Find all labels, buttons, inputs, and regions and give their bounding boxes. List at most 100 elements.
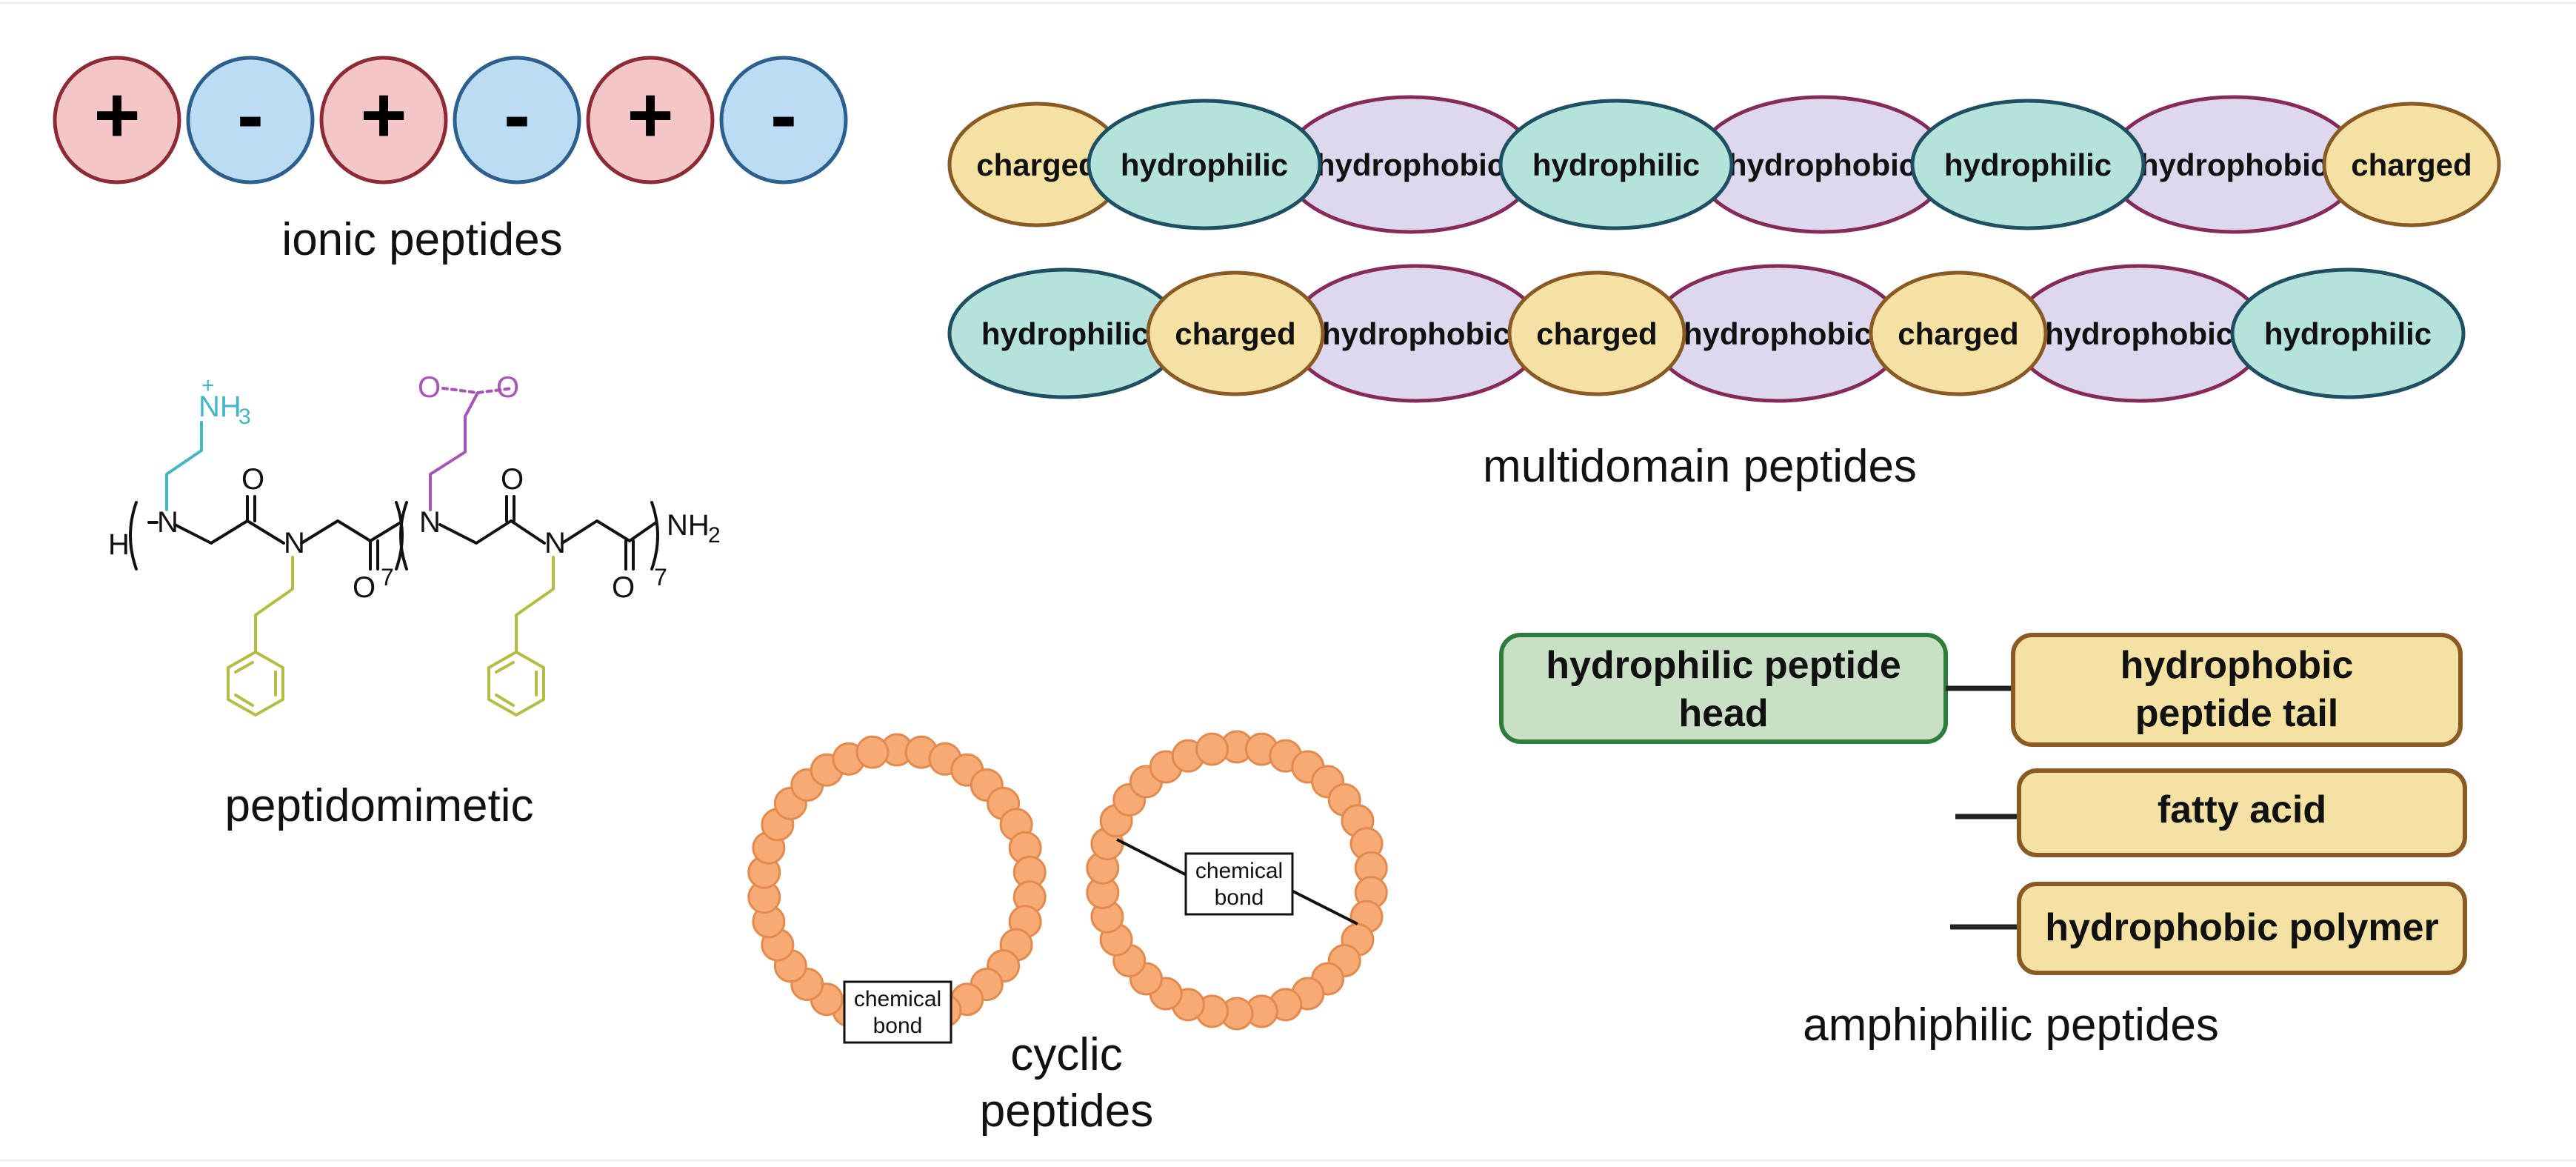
plus-sign: + [360, 70, 407, 159]
bond-box-1-line2: bond [873, 1014, 923, 1038]
fatty-acid-label: fatty acid [2158, 788, 2326, 831]
atom-o-3: O [501, 463, 524, 496]
atom-n-1: N [157, 506, 178, 539]
minus-sign: - [770, 70, 797, 159]
domain-hydrophobic: hydrophobic [1694, 95, 1950, 234]
carboxylate-side-chain [429, 387, 514, 511]
domain-hydrophilic: hydrophilic [1498, 99, 1734, 230]
peptidomimetic-atoms: H N N N N O O O O O O NH 3 + NH 2 7 7 [108, 371, 721, 604]
bond-box-1-line1: chemical [854, 987, 941, 1011]
cyclic-peptide-ring-2 [1086, 730, 1388, 1031]
atom-nh3-charge: + [201, 373, 215, 398]
atom-o-1: O [241, 463, 264, 496]
amino-acid-bead [855, 735, 890, 769]
domain-hydrophobic: hydrophobic [1282, 95, 1538, 234]
atom-o-2: O [353, 571, 376, 604]
domain-label: hydrophobic [1728, 147, 1916, 182]
domain-label: hydrophobic [1316, 147, 1504, 182]
ionic-peptides-label: ionic peptides [281, 214, 562, 265]
domain-label: hydrophilic [2264, 316, 2432, 351]
repeat-count-1: 7 [381, 564, 394, 591]
minus-sign: - [237, 70, 264, 159]
backbone-unit-1 [129, 495, 408, 571]
positive-charge-bead: + [319, 56, 448, 184]
amphiphilic-peptides-label: amphiphilic peptides [1803, 1000, 2219, 1051]
multidomain-row-1: hydrophobic hydrophobic hydrophobic charged… [947, 95, 2501, 234]
domain-label: charged [1175, 316, 1295, 351]
domain-hydrophilic: hydrophilic [2230, 267, 2466, 399]
domain-label: hydrophobic [1684, 316, 1872, 351]
backbone-unit-2 [438, 495, 659, 571]
domain-hydrophobic: hydrophobic [2011, 264, 2267, 403]
domain-label: hydrophobic [2045, 316, 2233, 351]
domain-hydrophobic: hydrophobic [2106, 95, 2362, 234]
amphiphilic-peptide-tail: hydrophobic peptide tail [2011, 633, 2463, 747]
atom-n-2: N [284, 527, 305, 559]
hydrophobic-polymer-label: hydrophobic polymer [2045, 906, 2439, 949]
domain-hydrophobic: hydrophobic [1288, 264, 1544, 403]
domain-label: hydrophilic [1121, 147, 1288, 182]
cyclic-label-line2: peptides [980, 1085, 1153, 1137]
amphiphilic-hydrophobic-polymer: hydrophobic polymer [2017, 882, 2467, 975]
negative-charge-bead: - [186, 56, 315, 184]
phenyl-side-chain-2 [487, 556, 555, 717]
domain-charged: charged [1869, 270, 2048, 396]
bond-box-2-line1: chemical [1195, 859, 1283, 883]
atom-nh2: NH [667, 509, 710, 542]
chemical-bond-box-1: chemical bond [843, 980, 952, 1044]
atom-o-4: O [612, 571, 635, 604]
ring-2-bond-line-right [1288, 888, 1358, 925]
positive-charge-bead: + [53, 56, 181, 184]
domain-label: hydrophilic [1944, 147, 2112, 182]
domain-charged: charged [1146, 270, 1325, 396]
peptidomimetic-structure [129, 387, 659, 717]
domain-label: charged [1898, 316, 2018, 351]
multidomain-row-2: hydrophobic hydrophobic hydrophobic hydroph… [947, 264, 2466, 403]
ring-2-bond-line-left [1116, 838, 1189, 877]
tail-label-line2: peptide tail [2135, 692, 2338, 735]
domain-label: charged [1536, 316, 1657, 351]
domain-hydrophilic: hydrophilic [1087, 99, 1322, 230]
cyclic-peptide-ring-1 [747, 733, 1047, 1028]
bond-box-2-line2: bond [1215, 885, 1264, 910]
multidomain-peptides-label: multidomain peptides [1483, 441, 1917, 492]
domain-hydrophilic: hydrophilic [947, 267, 1183, 399]
amphiphilic-fatty-acid: fatty acid [2017, 768, 2467, 857]
chemical-bond-box-2: chemical bond [1184, 852, 1294, 916]
negative-charge-bead: - [453, 56, 581, 184]
atom-o-carboxyl-2: O [496, 371, 519, 404]
plus-sign: + [627, 70, 673, 159]
amine-side-chain [165, 421, 203, 511]
domain-label: charged [976, 147, 1097, 182]
repeat-count-2: 7 [654, 564, 667, 591]
negative-charge-bead: - [719, 56, 848, 184]
peptidomimetic-label: peptidomimetic [225, 780, 534, 831]
domain-charged: charged [2322, 102, 2501, 227]
atom-n-3: N [419, 506, 441, 539]
domain-label: charged [2351, 147, 2472, 182]
domain-label: hydrophobic [2140, 147, 2328, 182]
atom-h: H [108, 528, 130, 561]
domain-label: hydrophilic [981, 316, 1149, 351]
ionic-peptide-chain: + - + - + - [53, 56, 848, 184]
cyclic-label-line1: cyclic [1010, 1029, 1123, 1080]
domain-hydrophobic: hydrophobic [1649, 264, 1906, 403]
phenyl-side-chain-1 [227, 556, 294, 717]
plus-sign: + [93, 70, 140, 159]
domain-charged: charged [1507, 270, 1686, 396]
atom-n-4: N [544, 527, 566, 559]
atom-o-carboxyl-1: O [418, 371, 441, 404]
domain-label: hydrophilic [1532, 147, 1700, 182]
atom-nh3: NH [198, 390, 241, 423]
domain-hydrophilic: hydrophilic [1910, 99, 2146, 230]
atom-nh2-subscript: 2 [708, 523, 721, 548]
atom-nh3-subscript: 3 [238, 405, 251, 429]
head-label-line2: head [1678, 692, 1768, 735]
tail-label-line1: hydrophobic [2120, 644, 2354, 687]
positive-charge-bead: + [586, 56, 715, 184]
minus-sign: - [504, 70, 530, 159]
head-label-line1: hydrophilic peptide [1546, 644, 1901, 687]
amphiphilic-head: hydrophilic peptide head [1499, 633, 1948, 744]
domain-label: hydrophobic [1322, 316, 1510, 351]
